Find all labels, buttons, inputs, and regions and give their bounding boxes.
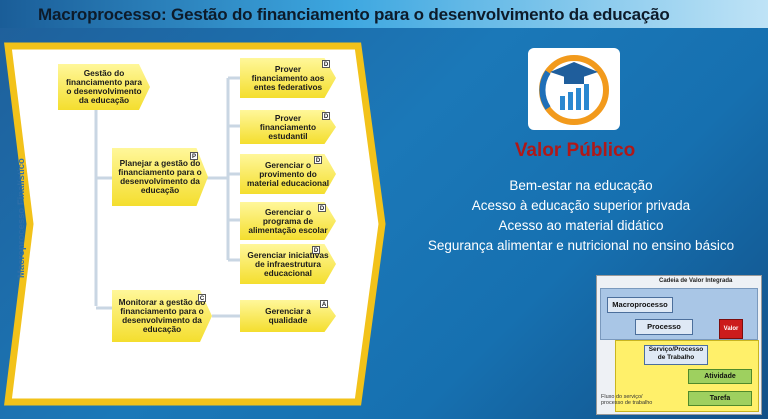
value-chain-blue-area: Macroprocesso Processo Valor [600,288,758,340]
child-label-6: Gerenciar a qualidade [265,306,311,325]
title-bar [0,0,768,28]
value-chain-header: Cadeia de Valor Integrada [659,278,733,284]
child-label-3: Gerenciar o provimento do material educa… [246,159,330,188]
child-tag-5: D [312,246,320,254]
child-tag-2: D [322,112,330,120]
child-tag-1: D [322,60,330,68]
page-title: Macroprocesso: Gestão do financiamento p… [38,5,670,24]
macroprocess-diagram: Macroprocesso Finalístico Gestão do fina… [0,38,390,410]
mini-servico: Serviço/Processo de Trabalho [644,345,708,365]
child-label-1: Prover financiamento aos entes federativ… [251,63,325,92]
mini-macroprocesso: Macroprocesso [607,297,673,313]
child-label-2: Prover financiamento estudantil [259,112,317,141]
valor-item: Bem-estar na educação [509,178,653,193]
gift-icon: Valor [719,319,743,339]
valor-item: Segurança alimentar e nutricional no ens… [427,238,735,253]
mini-atividade: Atividade [688,369,752,384]
mini-tarefa: Tarefa [688,391,752,406]
plan-process-label: Planejar a gestão do financiamento para … [118,158,202,195]
plan-tag: P [190,152,198,160]
child-label-5: Gerenciar iniciativas de infraestrutura … [247,249,329,278]
child-box-4: Gerenciar o programa de alimentação esco… [240,202,336,240]
monitor-process-label: Monitorar a gestão do financiamento para… [118,297,206,334]
valor-publico-title: Valor Público [514,140,636,161]
child-box-5: Gerenciar iniciativas de infraestrutura … [240,244,336,284]
child-tag-6: A [320,300,328,308]
mini-fluxo: Fluxo do serviço/ processo de trabalho [601,394,653,406]
side-label: Macroprocesso Finalístico [16,158,27,278]
valor-item: Acesso ao material didático [498,218,664,233]
valor-item: Acesso à educação superior privada [471,198,691,213]
child-tag-3: D [314,156,322,164]
child-label-4: Gerenciar o programa de alimentação esco… [248,206,328,235]
valor-list: Bem-estar na educação Acesso à educação … [396,176,766,256]
monitor-tag: C [198,294,206,302]
value-chain-yellow-area: Serviço/Processo de Trabalho Atividade T… [615,340,759,412]
education-logo [528,48,620,130]
graduation-cap-icon [539,55,609,125]
child-tag-4: D [318,204,326,212]
child-box-2: Prover financiamento estudantil [240,110,336,144]
root-process-label: Gestão do financiamento para o desenvolv… [65,68,143,105]
mini-processo: Processo [635,319,693,335]
child-box-1: Prover financiamento aos entes federativ… [240,58,336,98]
mini-valor: Valor [723,326,739,332]
value-chain-thumbnail: Cadeia de Valor Integrada Macroprocesso … [596,275,762,415]
monitor-process-box: Monitorar a gestão do financiamento para… [112,290,212,342]
root-process-box: Gestão do financiamento para o desenvolv… [58,64,150,110]
